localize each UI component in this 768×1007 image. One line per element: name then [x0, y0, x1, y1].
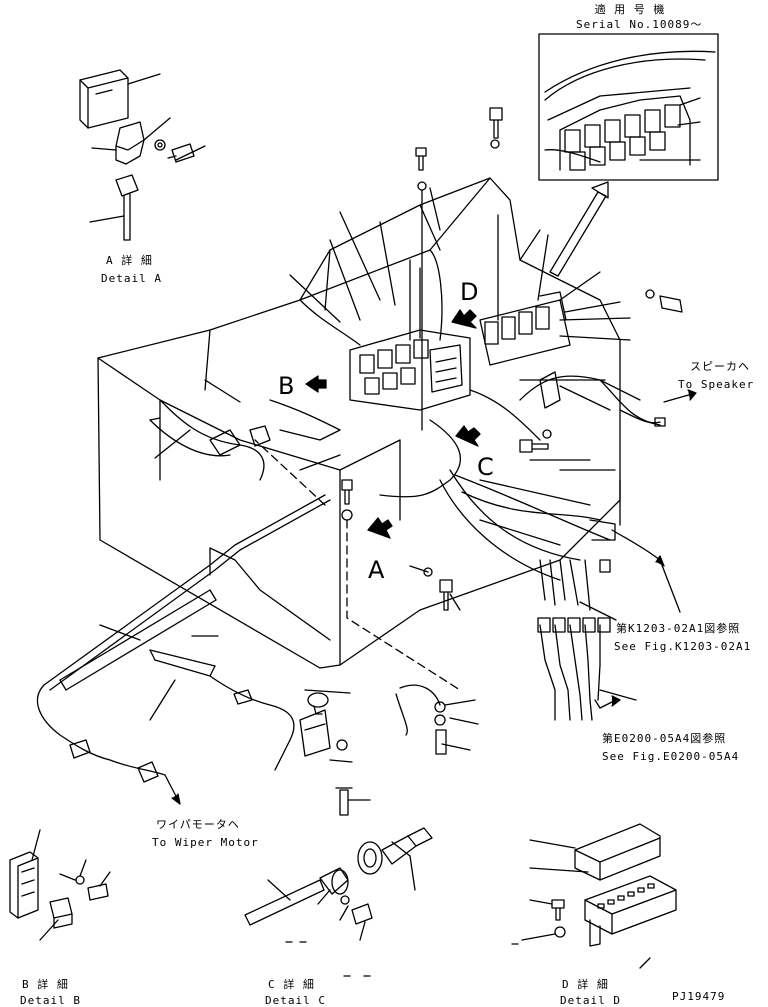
detail-b-title-jp: B 詳 細 — [22, 978, 69, 991]
detail-b-drawing — [9, 829, 111, 941]
detail-b-title-en: Detail B — [20, 994, 81, 1007]
callout-c: C — [477, 453, 494, 481]
drawing-number: PJ19479 — [672, 990, 726, 1003]
detail-d-title-en: Detail D — [560, 994, 621, 1007]
detail-c-drawing — [244, 827, 433, 941]
serial-inset — [538, 33, 719, 181]
speaker-label-en: To Speaker — [678, 378, 755, 391]
inset-relay-bank — [564, 104, 681, 171]
speaker-label-jp: スピーカヘ — [690, 360, 750, 373]
wiper-label-jp: ワイパモータヘ — [156, 818, 240, 831]
serial-number: Serial No.10089〜 — [576, 18, 703, 31]
ref1-en: See Fig.K1203-02A1 — [614, 640, 752, 653]
detail-a-title-jp: A 詳 細 — [106, 254, 153, 267]
main-assembly — [36, 107, 697, 816]
ref1-jp: 第K1203-02A1図参照 — [616, 622, 741, 635]
detail-c-title-en: Detail C — [265, 994, 326, 1007]
detail-a-drawing — [79, 69, 206, 241]
detail-d-drawing — [521, 823, 677, 969]
detail-a-title-en: Detail A — [101, 272, 162, 285]
wiper-label-en: To Wiper Motor — [152, 836, 259, 849]
callout-d: D — [460, 278, 479, 306]
ref2-en: See Fig.E0200-05A4 — [602, 750, 740, 763]
detail-c-title-jp: C 詳 細 — [268, 978, 315, 991]
ref2-jp: 第E0200-05A4図参照 — [602, 732, 727, 745]
detail-d-title-jp: D 詳 細 — [562, 978, 609, 991]
callout-b: B — [278, 372, 295, 400]
callout-a: A — [368, 556, 385, 584]
serial-title: 適 用 号 機 — [594, 3, 666, 16]
